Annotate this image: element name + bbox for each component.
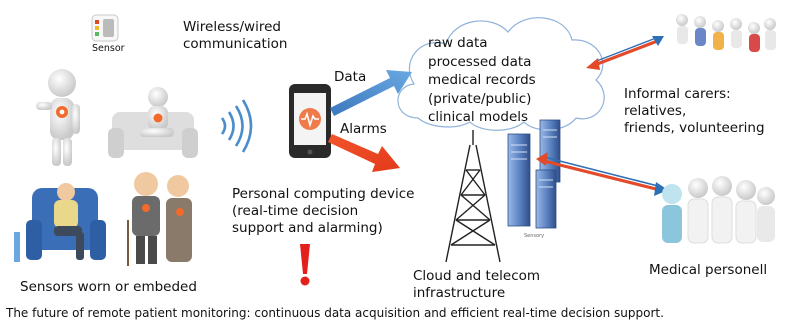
- cloud-item: processed data: [428, 53, 532, 70]
- telecom-tower-icon: [445, 130, 501, 263]
- medical-personnel-label: Medical personell: [649, 262, 768, 278]
- sensor-icon: [91, 14, 119, 42]
- personal-device-label: Personal computing device (real-time dec…: [232, 186, 415, 236]
- cloud-infrastructure-label: Cloud and telecom infrastructure: [413, 268, 541, 301]
- medical-personnel-group: [662, 176, 775, 244]
- standing-person-figure: [36, 69, 80, 166]
- cloud-item: raw data: [428, 35, 488, 51]
- smartphone-icon: [289, 84, 331, 158]
- cloud-item: (private/public): [428, 90, 532, 107]
- cloud-shape: [397, 17, 605, 131]
- sensor-label: Sensor: [92, 43, 125, 54]
- medical-double-arrow: [536, 152, 668, 196]
- server-tag-label: Sensory: [524, 233, 545, 239]
- elderly-couple-figure: [127, 172, 192, 266]
- data-arrow: [330, 70, 412, 116]
- wireless-signal-icon: [220, 99, 253, 153]
- exclamation-icon: [300, 244, 310, 286]
- cloud-contents: raw data processed data medical records …: [428, 34, 536, 127]
- cloud-item: medical records: [428, 72, 536, 88]
- wireless-communication-label: Wireless/wired communication: [183, 19, 288, 52]
- informal-carers-label: Informal carers: relatives, friends, vol…: [624, 86, 765, 136]
- data-arrow-label: Data: [334, 69, 367, 85]
- man-in-armchair-figure: [14, 183, 106, 262]
- alarms-arrow: [328, 134, 400, 172]
- carers-double-arrow: [586, 36, 664, 70]
- person-on-sofa-figure: [108, 87, 198, 158]
- alarms-arrow-label: Alarms: [340, 121, 387, 137]
- sensors-worn-label: Sensors worn or embeded: [20, 279, 197, 295]
- figure-caption: The future of remote patient monitoring:…: [6, 306, 664, 320]
- cloud-item: clinical models: [428, 109, 529, 125]
- server-rack-icon: [507, 119, 561, 229]
- informal-carers-group: [676, 14, 776, 52]
